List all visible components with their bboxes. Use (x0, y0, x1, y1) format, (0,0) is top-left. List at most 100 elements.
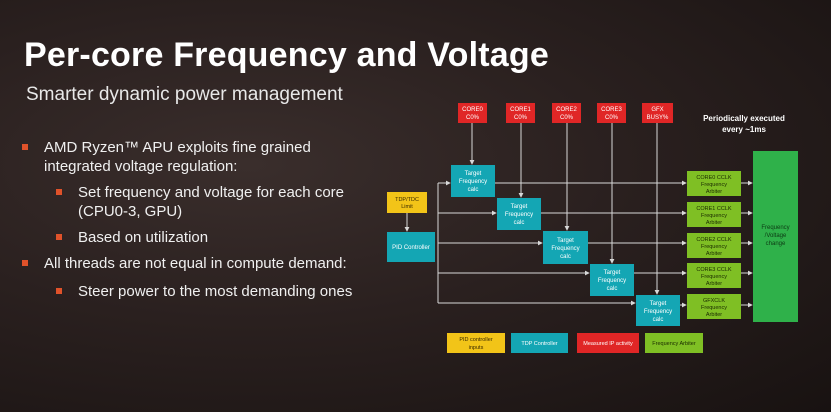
timing-note-line2: every ~1ms (722, 125, 766, 134)
activity-box-shape (642, 103, 673, 123)
calc-line2: Frequency (459, 179, 487, 185)
arbiter-box-shape (687, 171, 741, 196)
calc-line2: Frequency (644, 309, 672, 315)
tdp-limit-box: TDP/TDC Limit (387, 192, 427, 213)
activity-label: CORE1 (510, 107, 531, 113)
sub-bullet-item: Set frequency and voltage for each core … (56, 183, 356, 221)
sub-bullet-item: Based on utilization (56, 228, 356, 247)
legend-label: TDP Controller (521, 341, 557, 347)
frequency-arbiter-core3: CORE3 CCLK Frequency Arbiter (687, 263, 741, 288)
arbiter-line2: Frequency (701, 182, 727, 188)
arbiter-line1: GFXCLK (703, 298, 725, 304)
pid-controller-box: PID Controller (387, 232, 435, 262)
arbiter-line2: Frequency (701, 213, 727, 219)
activity-value: C0% (466, 115, 480, 121)
activity-value: C0% (560, 115, 574, 121)
calc-box-shape (543, 231, 588, 264)
activity-label: GFX (651, 107, 663, 113)
bullet-square-icon (56, 288, 62, 294)
legend-item-measured-activity: Measured IP activity (577, 333, 639, 353)
activity-label: CORE0 (462, 107, 483, 113)
change-box-shape (753, 151, 798, 322)
arbiter-box-shape (687, 233, 741, 258)
legend-swatch (511, 333, 568, 353)
legend-swatch (577, 333, 639, 353)
target-frequency-calc-core3: Target Frequency calc (590, 264, 634, 296)
calc-line3: calc (514, 220, 525, 226)
tdp-limit-sub: Limit (401, 204, 413, 210)
bullet-square-icon (56, 189, 62, 195)
bullet-square-icon (22, 260, 28, 266)
calc-line3: calc (653, 317, 664, 323)
activity-value: C0% (605, 115, 619, 121)
change-line3: change (766, 241, 786, 247)
activity-box-shape (458, 103, 487, 123)
arbiter-box-shape (687, 263, 741, 288)
target-frequency-calc-core1: Target Frequency calc (497, 198, 541, 230)
timing-note-line1: Periodically executed (703, 114, 785, 123)
arbiter-line3: Arbiter (706, 281, 722, 287)
calc-box-shape (451, 165, 495, 197)
arbiter-box-shape (687, 202, 741, 227)
pid-controller-shape (387, 232, 435, 262)
legend-label: Frequency Arbiter (652, 341, 696, 347)
arbiter-box-shape (687, 294, 741, 319)
bullet-square-icon (56, 234, 62, 240)
frequency-arbiter-core0: CORE0 CCLK Frequency Arbiter (687, 171, 741, 196)
calc-line2: Frequency (598, 278, 626, 284)
change-line2: /Voltage (765, 233, 787, 239)
calc-box-shape (497, 198, 541, 230)
arbiter-line1: CORE3 CCLK (696, 267, 731, 273)
arbiter-line2: Frequency (701, 305, 727, 311)
activity-box-core3: CORE3 C0% (597, 103, 626, 123)
activity-box-core1: CORE1 C0% (506, 103, 535, 123)
arbiter-line1: CORE0 CCLK (696, 175, 731, 181)
legend-swatch (447, 333, 505, 353)
bullet-text: Based on utilization (78, 229, 209, 246)
change-line1: Frequency (761, 225, 789, 231)
calc-box-shape (590, 264, 634, 296)
calc-line2: Frequency (551, 246, 579, 252)
legend-swatch (645, 333, 703, 353)
legend-item-pid-inputs: PID controller inputs (447, 333, 505, 353)
legend-label: Measured IP activity (583, 341, 633, 347)
bullet-text: Set frequency and voltage for each core … (78, 184, 345, 220)
arbiter-line1: CORE1 CCLK (696, 206, 731, 212)
arbiter-line3: Arbiter (706, 220, 722, 226)
calc-line2: Frequency (505, 212, 533, 218)
bullet-text: All threads are not equal in compute dem… (44, 255, 347, 272)
activity-box-gfx: GFX BUSY% (642, 103, 673, 123)
bullet-item: AMD Ryzen™ APU exploits fine grained int… (22, 138, 322, 176)
activity-box-shape (506, 103, 535, 123)
activity-value: BUSY% (647, 115, 669, 121)
calc-line3: calc (468, 187, 479, 193)
pid-controller-label: PID Controller (392, 245, 430, 251)
activity-label: CORE3 (601, 107, 622, 113)
activity-box-core2: CORE2 C0% (552, 103, 581, 123)
arbiter-line3: Arbiter (706, 251, 722, 257)
activity-box-shape (597, 103, 626, 123)
arbiter-line3: Arbiter (706, 312, 722, 318)
calc-line1: Target (557, 238, 574, 244)
tdp-limit-shape (387, 192, 427, 213)
sub-bullet-item: Steer power to the most demanding ones (56, 282, 376, 301)
frequency-voltage-change-box: Frequency /Voltage change (753, 151, 798, 322)
legend-item-tdp-controller: TDP Controller (511, 333, 568, 353)
activity-box-core0: CORE0 C0% (458, 103, 487, 123)
bullet-text: AMD Ryzen™ APU exploits fine grained int… (44, 139, 311, 175)
target-frequency-calc-core0: Target Frequency calc (451, 165, 495, 197)
arbiter-line1: CORE2 CCLK (696, 237, 731, 243)
frequency-arbiter-core1: CORE1 CCLK Frequency Arbiter (687, 202, 741, 227)
bullet-item: All threads are not equal in compute dem… (22, 254, 372, 273)
bullet-square-icon (22, 144, 28, 150)
calc-line1: Target (650, 301, 667, 307)
arbiter-line2: Frequency (701, 274, 727, 280)
target-frequency-calc-gfx: Target Frequency calc (636, 295, 680, 326)
activity-label: CORE2 (556, 107, 577, 113)
tdp-limit-label: TDP/TDC (395, 197, 419, 203)
frequency-arbiter-core2: CORE2 CCLK Frequency Arbiter (687, 233, 741, 258)
activity-value: C0% (514, 115, 528, 121)
connector-lines (404, 123, 753, 308)
